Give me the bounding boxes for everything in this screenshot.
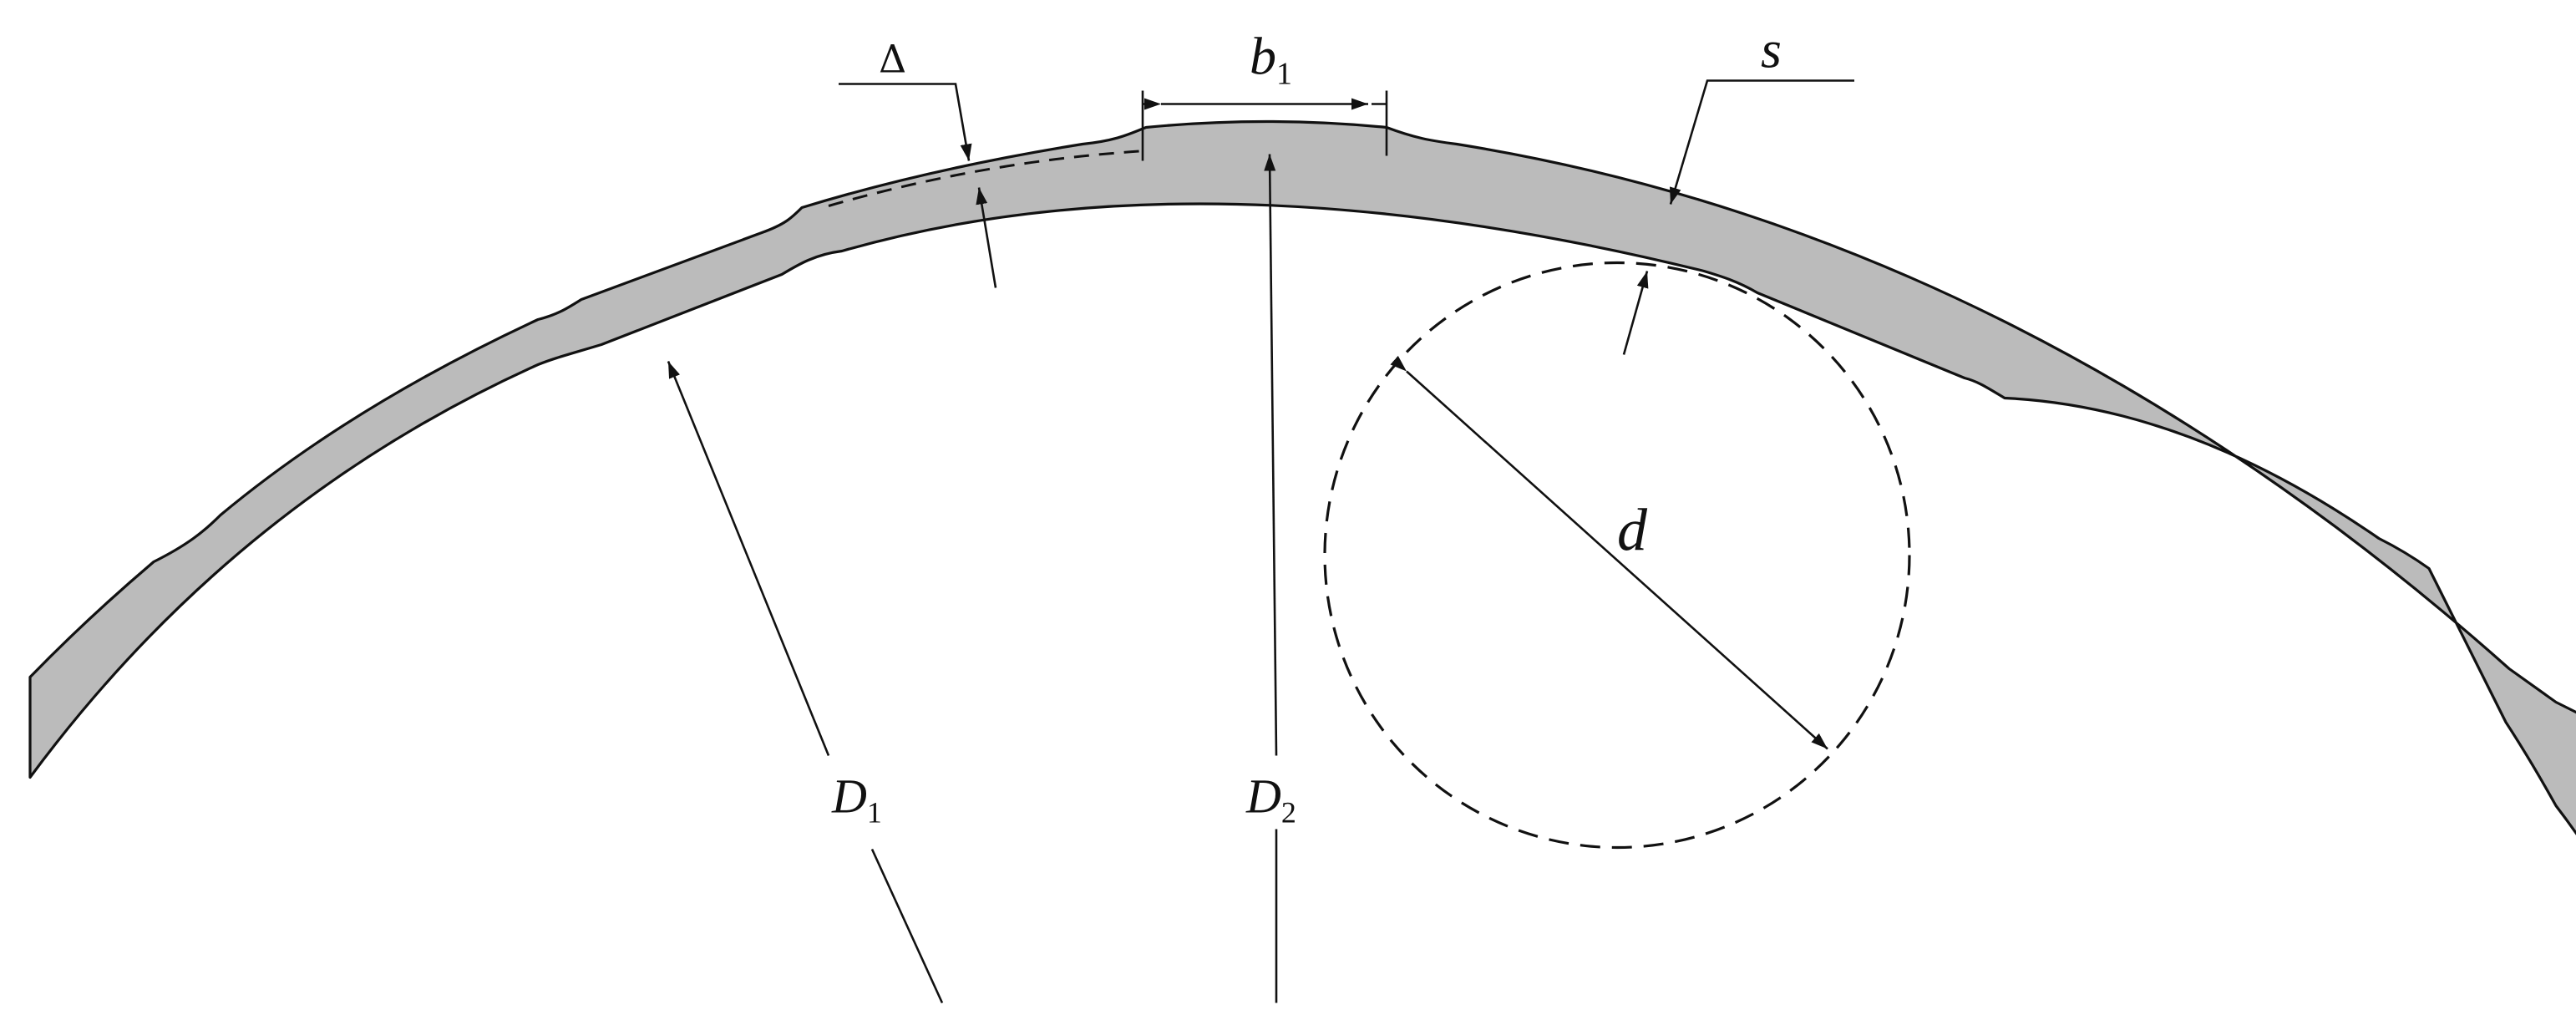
diameter-d-line <box>1390 355 1828 750</box>
ring-band <box>28 119 2576 835</box>
label-D2-subscript: 2 <box>1281 796 1296 830</box>
label-b1: b1 <box>1250 27 1292 92</box>
leader-D2 <box>1264 154 1278 1003</box>
dashed-outer-contour <box>828 150 1147 207</box>
label-D2: D2 <box>1245 769 1296 830</box>
label-d: d <box>1617 497 1648 564</box>
dimension-b1 <box>1141 90 1388 161</box>
label-D1-subscript: 1 <box>867 796 882 830</box>
leader-D1 <box>667 361 944 1004</box>
dimension-delta <box>839 83 997 288</box>
leader-inner-thickness <box>1622 271 1649 355</box>
leader-s <box>1669 79 1854 205</box>
diameter-d-circle <box>1323 261 1911 850</box>
label-delta: Δ <box>879 37 906 82</box>
label-s: s <box>1761 20 1782 79</box>
label-D1: D1 <box>831 769 882 830</box>
ring-section <box>28 119 2576 835</box>
label-b1-subscript: 1 <box>1276 57 1292 92</box>
